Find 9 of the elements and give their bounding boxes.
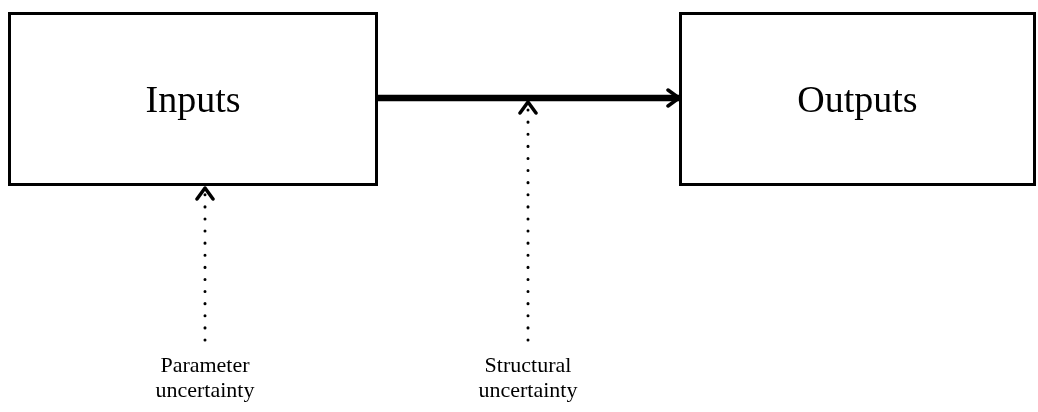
dotted-arrow <box>518 100 538 342</box>
arrow <box>378 88 681 108</box>
annotation-text: Structural uncertainty <box>477 351 579 403</box>
box-label: Inputs <box>145 77 241 121</box>
box-label: Outputs <box>797 77 918 121</box>
process-box <box>8 12 378 186</box>
annotation-text: Parameter uncertainty <box>154 351 256 403</box>
dotted-arrow <box>195 186 215 342</box>
process-box <box>679 12 1036 186</box>
